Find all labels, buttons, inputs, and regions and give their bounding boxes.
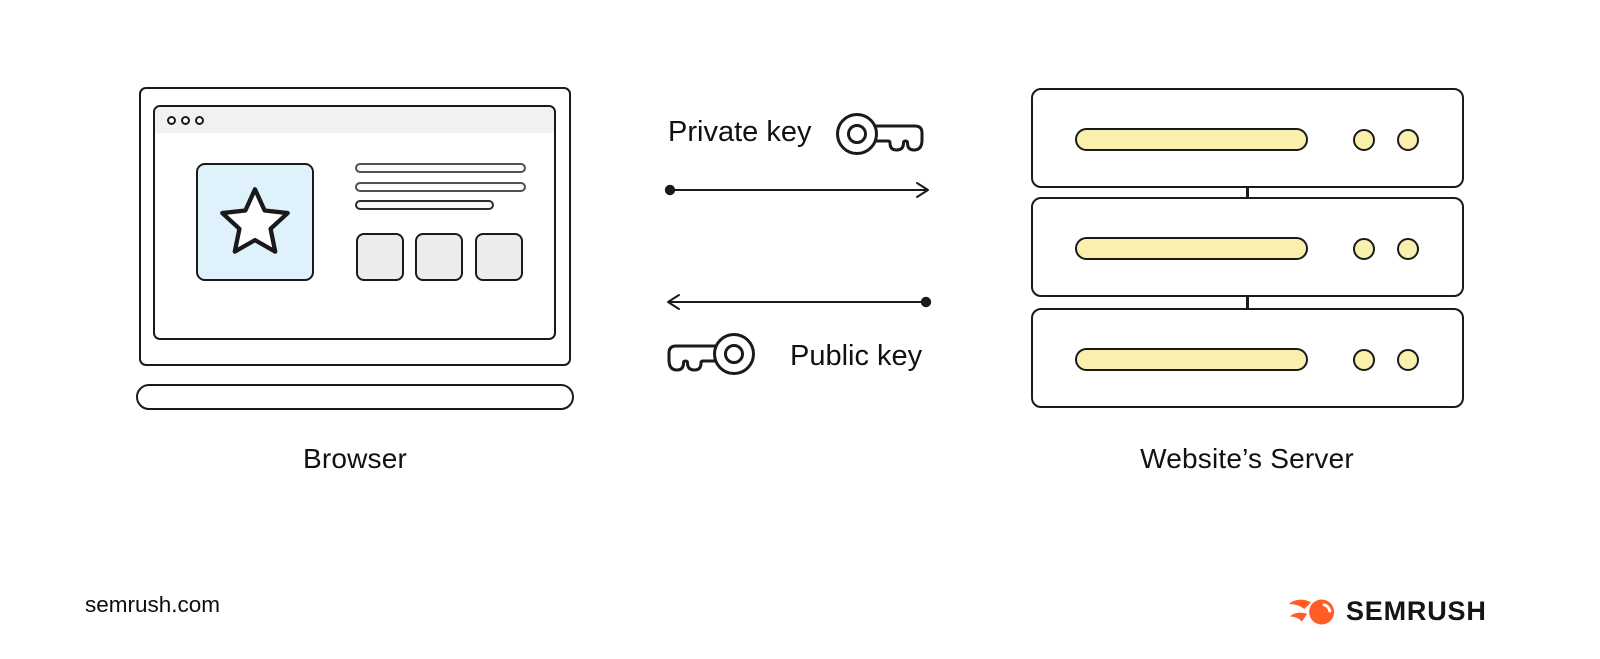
star-icon <box>220 187 290 254</box>
semrush-flame-icon <box>1288 599 1335 624</box>
rack-connector <box>1246 295 1249 310</box>
button-placeholder <box>415 233 463 281</box>
rack-connector <box>1246 186 1249 199</box>
private-key-arrow-right <box>664 182 929 198</box>
server-led <box>1397 238 1419 260</box>
browser-titlebar <box>155 107 554 133</box>
semrush-logo: SEMRUSH <box>1288 596 1487 627</box>
button-placeholder <box>356 233 404 281</box>
public-key-label: Public key <box>790 340 923 372</box>
text-line-placeholder <box>355 182 526 192</box>
server-label: Website’s Server <box>1140 443 1354 474</box>
public-key-icon <box>667 333 755 375</box>
private-key-label: Private key <box>668 116 812 148</box>
browser-label: Browser <box>302 443 408 474</box>
public-key-arrow-left <box>667 294 932 310</box>
browser-window <box>153 105 556 340</box>
private-key-icon <box>836 113 924 155</box>
window-control-dot <box>181 115 190 125</box>
server-rack <box>1031 88 1464 188</box>
window-control-dot <box>167 115 176 125</box>
server-slot-bar <box>1075 348 1308 371</box>
server-led <box>1353 349 1375 371</box>
server-led <box>1353 238 1375 260</box>
image-placeholder <box>196 163 314 281</box>
text-line-placeholder <box>355 163 526 173</box>
server-slot-bar <box>1075 237 1308 260</box>
text-line-placeholder <box>355 200 494 210</box>
server-led <box>1397 349 1419 371</box>
server-slot-bar <box>1075 128 1308 151</box>
server-led <box>1397 129 1419 151</box>
server-rack <box>1031 308 1464 408</box>
laptop-base <box>136 384 574 410</box>
semrush-wordmark: SEMRUSH <box>1346 596 1487 626</box>
server-led <box>1353 129 1375 151</box>
site-url-label: semrush.com <box>85 592 221 617</box>
window-control-dot <box>195 115 204 125</box>
button-placeholder <box>475 233 523 281</box>
server-rack <box>1031 197 1464 297</box>
